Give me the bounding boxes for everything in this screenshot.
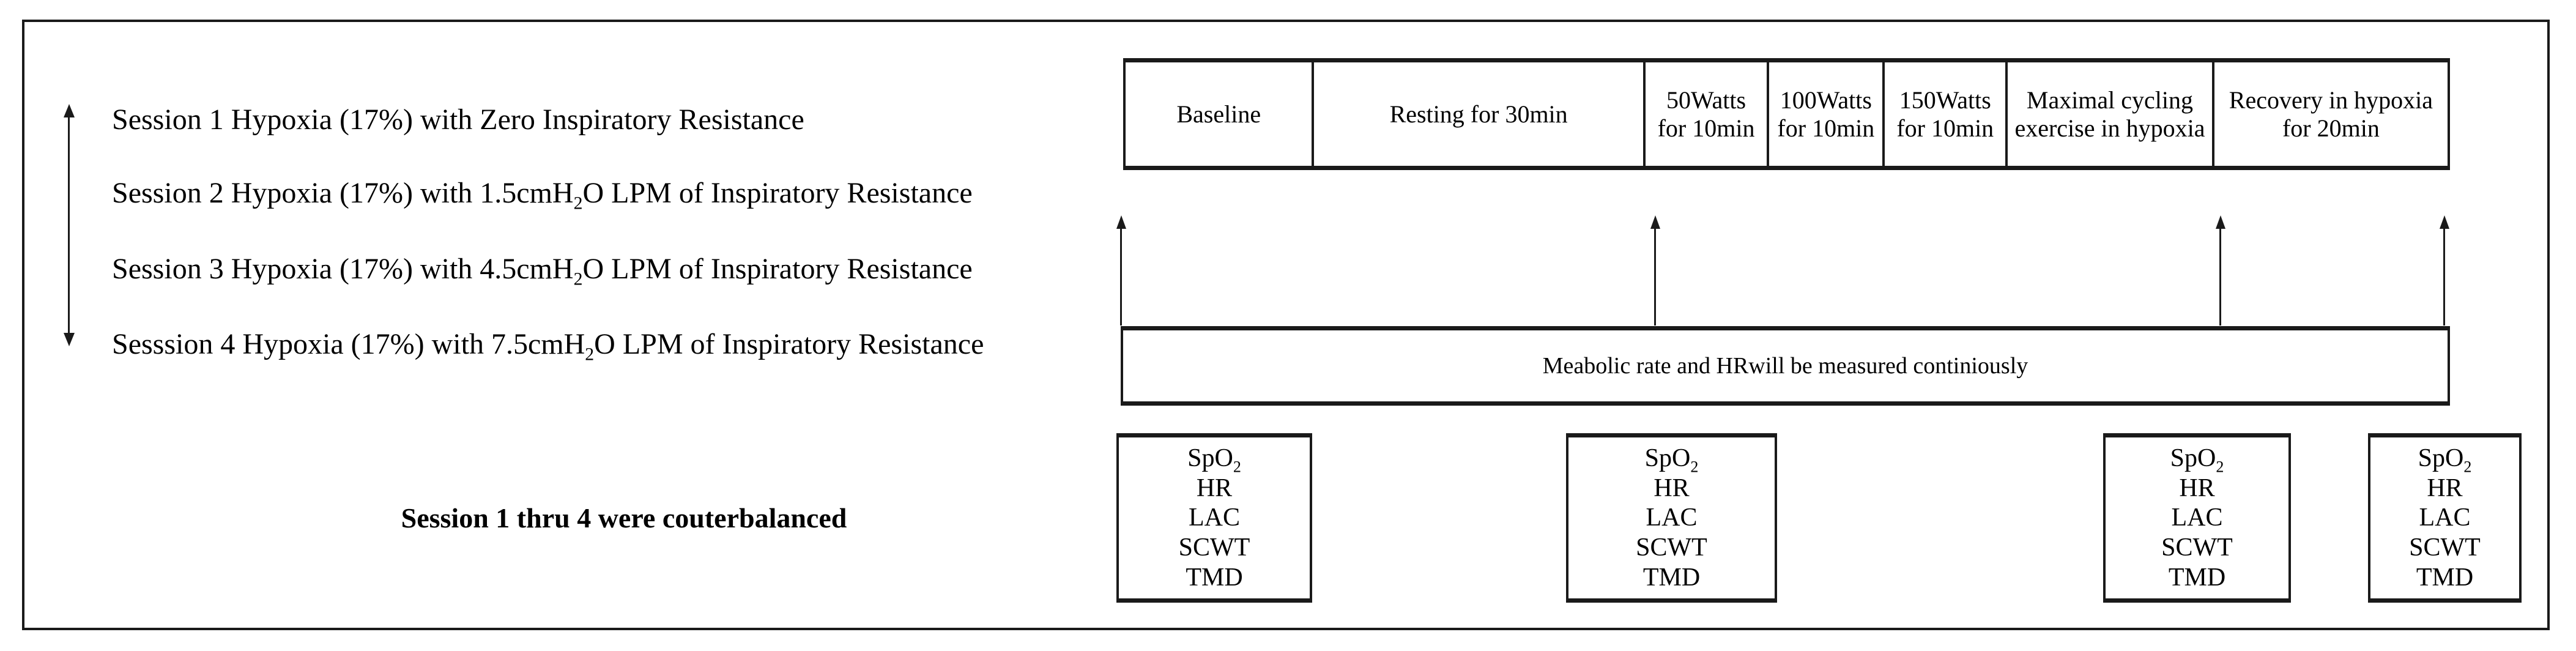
measure-label: LAC [2171, 504, 2223, 532]
measure-label: SCWT [2161, 534, 2233, 562]
continuous-measure-label: Meabolic rate and HRwill be measured con… [1542, 353, 2029, 379]
measure-label: TMD [1186, 564, 1243, 592]
session-label: Session 1 Hypoxia (17%) with Zero Inspir… [112, 103, 804, 136]
continuous-measure-box: Meabolic rate and HRwill be measured con… [1121, 326, 2450, 406]
measure-label: LAC [1189, 504, 1240, 532]
up-arrow-icon [1654, 229, 1656, 326]
up-arrow-icon [1120, 229, 1122, 326]
measure-label: SpO2 [1187, 444, 1241, 476]
timeline-phase: Recovery in hypoxia for 20min [2211, 62, 2448, 166]
timeline-phase: Resting for 30min [1312, 62, 1642, 166]
measure-label: TMD [2168, 564, 2226, 592]
session-label: Sesssion 4 Hypoxia (17%) with 7.5cmH2O L… [112, 328, 984, 365]
measure-label: HR [1196, 474, 1233, 502]
measure-label: HR [2179, 474, 2215, 502]
measure-label: SpO2 [1644, 444, 1699, 476]
measure-label: TMD [2416, 564, 2474, 592]
measure-label: HR [2427, 474, 2463, 502]
up-arrow-icon [2443, 229, 2445, 326]
timeline-phase: 150Watts for 10min [1882, 62, 2005, 166]
measure-label: LAC [2419, 504, 2471, 532]
measure-label: TMD [1642, 564, 1701, 592]
figure-frame [22, 20, 2550, 630]
session-label: Session 3 Hypoxia (17%) with 4.5cmH2O LP… [112, 253, 973, 289]
timeline-phase: Baseline [1176, 100, 1261, 128]
timeline-phase: 100Watts for 10min [1767, 62, 1882, 166]
measure-label: SCWT [2409, 534, 2481, 562]
measure-label: SpO2 [2170, 444, 2224, 476]
measure-label: LAC [1646, 504, 1698, 532]
timeline-phase: 50Watts for 10min [1642, 62, 1767, 166]
counterbalance-note: Session 1 thru 4 were couterbalanced [401, 502, 847, 534]
measure-label: SCWT [1178, 534, 1250, 562]
measure-label: SpO2 [2418, 444, 2472, 476]
up-arrow-icon [2219, 229, 2221, 326]
timeline-phase: Maximal cycling exercise in hypoxia [2005, 62, 2212, 166]
measure-label: SCWT [1636, 534, 1707, 562]
session-label: Session 2 Hypoxia (17%) with 1.5cmH2O LP… [112, 177, 973, 214]
session-range-double-arrow-icon [68, 117, 70, 333]
measure-label: HR [1654, 474, 1690, 502]
